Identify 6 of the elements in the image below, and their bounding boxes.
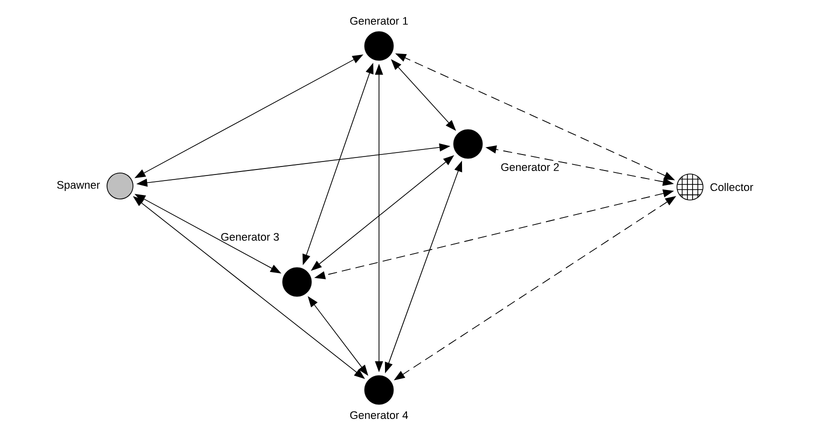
node-label: Collector: [710, 182, 754, 192]
node-label: Generator 1: [350, 16, 408, 25]
node-label: Spawner: [57, 181, 100, 191]
node-label: Generator 3: [221, 232, 279, 241]
node-label: Generator 2: [501, 163, 559, 172]
node-label: Generator 4: [350, 411, 408, 420]
